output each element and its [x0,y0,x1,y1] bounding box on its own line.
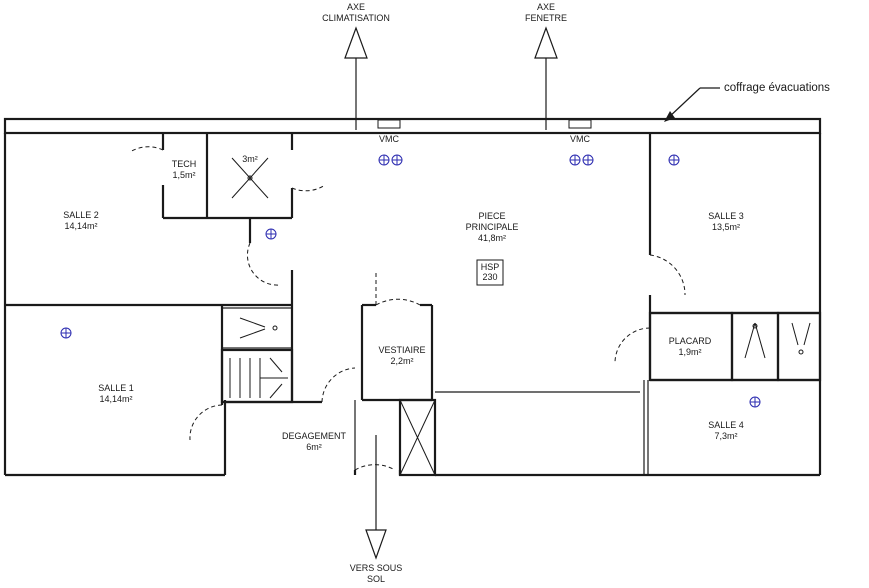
axe-fenetre-line2: FENETRE [525,13,567,23]
tech-area: 1,5m² [172,170,195,180]
placard-name: PLACARD [669,336,712,346]
socket-icon-salle1 [60,327,72,339]
outer-walls [3,117,822,477]
placard-area: 1,9m² [678,347,701,357]
shower-1-icon [231,157,269,199]
piece-principale-name2: PRINCIPALE [466,222,519,232]
vmc-box-2 [568,119,592,129]
socket-icon-salle3 [668,154,680,166]
socket-icon-vmc2b [582,154,594,166]
staircase-icon [229,357,288,399]
shower-3-icon [744,322,766,359]
axe-fenetre-line1: AXE [537,2,555,12]
socket-icon-vmc1a [378,154,390,166]
socket-icon-vmc1b [391,154,403,166]
socket-icon-salle2 [265,228,277,240]
salle-4-area: 7,3m² [714,431,737,441]
salle-1-name: SALLE 1 [98,383,134,393]
axe-fenetre-arrow [534,26,558,130]
shower-2-icon [239,317,278,339]
salle-4-name: SALLE 4 [708,420,744,430]
vers-sous-sol-line2: SOL [367,574,385,584]
vmc-label-2: VMC [570,134,591,144]
piece-principale-area: 41,8m² [478,233,506,243]
annotation-coffrage: coffrage évacuations [724,82,830,94]
salle-1-area: 14,14m² [99,394,132,404]
vmc-box-1 [377,119,401,129]
degagement-name: DEGAGEMENT [282,431,347,441]
salle-2-area: 14,14m² [64,221,97,231]
vers-sous-sol-arrow [365,435,387,560]
socket-icon-vmc2a [569,154,581,166]
salle-2-name: SALLE 2 [63,210,99,220]
axe-climatisation-line1: AXE [347,2,365,12]
degagement-area: 6m² [306,442,322,452]
annotation-leader [664,87,720,122]
salle-3-name: SALLE 3 [708,211,744,221]
socket-icon-salle4 [749,396,761,408]
shower-4-icon [791,322,811,355]
salle-3-area: 13,5m² [712,222,740,232]
doors [129,146,686,471]
hsp-box [476,259,504,286]
piece-principale-name1: PIECE [478,211,505,221]
hsp-line1: HSP [481,262,500,272]
axe-climatisation-line2: CLIMATISATION [322,13,390,23]
vmc-label-1: VMC [379,134,400,144]
vestiaire-area: 2,2m² [390,356,413,366]
axe-climatisation-arrow [344,26,368,130]
hsp-line2: 230 [482,272,497,282]
vestiaire-name: VESTIAIRE [378,345,425,355]
interior-walls [5,133,822,477]
vers-sous-sol-line1: VERS SOUS [350,563,403,573]
douche-1-area: 3m² [242,154,258,164]
tech-name: TECH [172,159,197,169]
